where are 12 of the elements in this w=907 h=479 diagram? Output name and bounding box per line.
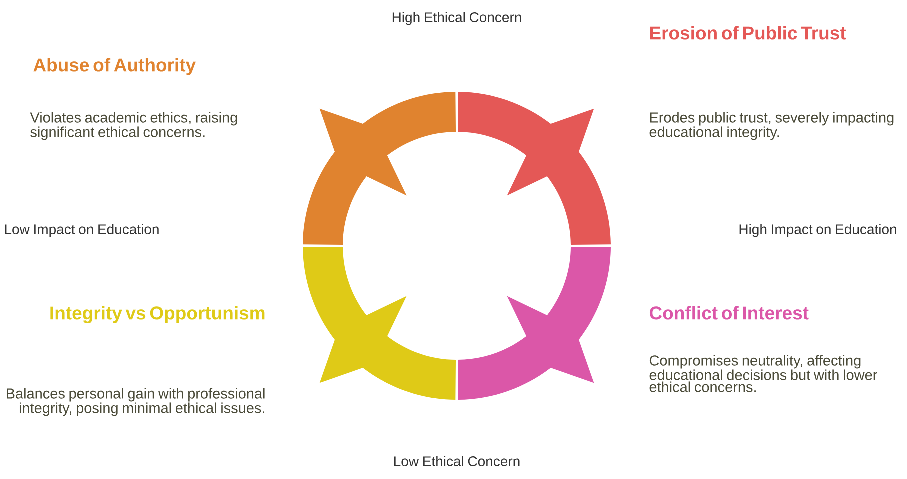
axis-label: Low Impact on Education xyxy=(5,224,159,238)
heading: Abuse of Authority xyxy=(34,58,196,76)
axis-label: High Impact on Education xyxy=(740,224,896,238)
body-text: Compromises neutrality, affecting educational decisions but with lower ethical concerns. xyxy=(650,355,878,392)
heading: Erosion of Public Trust xyxy=(650,26,846,40)
body-text: Erodes public trust, severely impacting educational integrity. xyxy=(650,112,894,140)
body-text: Violates academic ethics, raising significant ethical concerns. xyxy=(30,112,238,140)
body-text: Balances personal gain with professional integrity, posing minimal ethical issues. xyxy=(7,388,265,416)
heading: Conflict of Interest xyxy=(650,306,809,320)
heading: Integrity vs Opportunism xyxy=(50,306,265,324)
axis-label: High Ethical Concern xyxy=(392,12,522,26)
axis-label: Low Ethical Concern xyxy=(394,456,520,466)
